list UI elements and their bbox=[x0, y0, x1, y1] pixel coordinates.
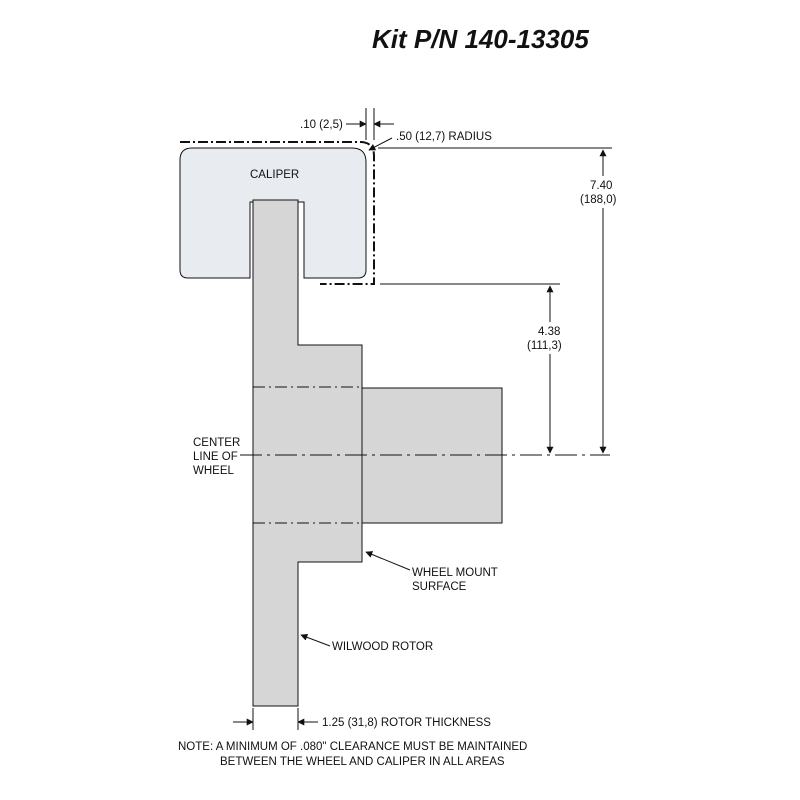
dim-438-label-bg bbox=[518, 322, 580, 354]
center-line-label-2: LINE OF bbox=[193, 451, 238, 463]
wilwood-rotor bbox=[252, 199, 363, 707]
center-line-label-3: WHEEL bbox=[193, 465, 235, 477]
clearance-envelope bbox=[180, 141, 375, 285]
caliper-label: CALIPER bbox=[250, 169, 299, 181]
wheel-mount-leader bbox=[365, 551, 411, 571]
dim-740-label-a: 7.40 bbox=[590, 180, 612, 192]
note-line-1: NOTE: A MINIMUM OF .080" CLEARANCE MUST … bbox=[178, 741, 528, 753]
dim-438-label-b: (111,3) bbox=[527, 340, 562, 352]
radius-label: .50 (12,7) RADIUS bbox=[396, 131, 492, 143]
radius-leader bbox=[368, 137, 393, 151]
clearance-top-label: .10 (2,5) bbox=[300, 119, 343, 131]
wheel-mount-label-2: SURFACE bbox=[412, 581, 467, 593]
note-line-2: BETWEEN THE WHEEL AND CALIPER IN ALL ARE… bbox=[220, 756, 505, 768]
rotor-thickness-label: 1.25 (31,8) ROTOR THICKNESS bbox=[322, 717, 491, 729]
wheel-mount-label-1: WHEEL MOUNT bbox=[412, 567, 498, 579]
clearance-note: NOTE: A MINIMUM OF .080" CLEARANCE MUST … bbox=[178, 740, 527, 770]
dim-740-label-bg bbox=[572, 176, 632, 208]
rotor-label: WILWOOD ROTOR bbox=[332, 641, 433, 653]
center-line-label-1: CENTER bbox=[193, 437, 240, 449]
dim-740-label-b: (188,0) bbox=[580, 194, 617, 206]
dim-438-label-a: 4.38 bbox=[538, 326, 560, 338]
rotor-leader bbox=[300, 633, 331, 647]
kit-part-number-title: Kit P/N 140-13305 bbox=[372, 24, 589, 54]
caliper-body bbox=[179, 147, 367, 279]
